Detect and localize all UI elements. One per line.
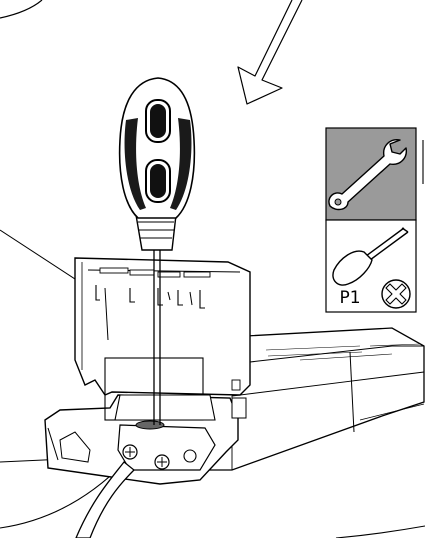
arrow-down-left-icon [237,0,303,105]
bit-label: P1 [339,288,360,308]
terminal-cover [74,257,251,396]
wrench-icon [328,139,407,211]
arc-top-left [0,0,43,19]
arc-bottom-right [335,525,425,538]
cable [75,461,135,538]
phillips-cross-icon [381,279,411,309]
screwdriver-icon [332,227,409,286]
terminal-block [44,357,247,485]
screwdriver [118,77,196,425]
tool-panel: P1 [325,127,424,313]
